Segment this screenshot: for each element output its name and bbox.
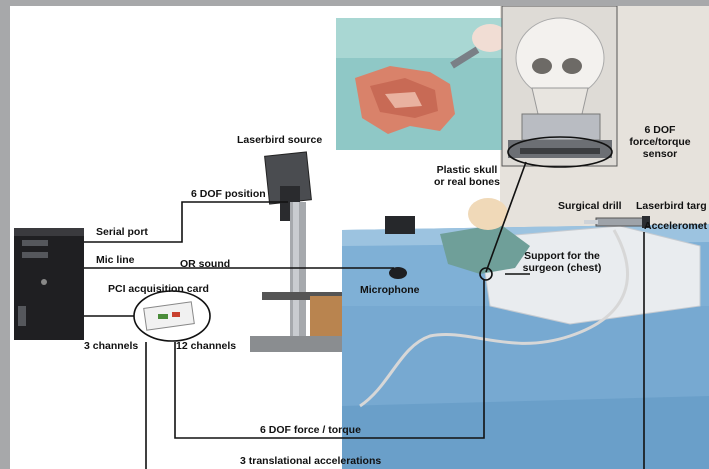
mic-line-label: Mic line — [96, 254, 135, 266]
dof-position-label: 6 DOF position — [191, 188, 266, 200]
plastic-skull-label-line2: or real bones — [427, 176, 507, 188]
computer-tower — [14, 228, 84, 340]
twelve-channels-label: 12 channels — [176, 340, 236, 352]
pci-card-label: PCI acquisition card — [108, 283, 209, 295]
translational-label: 3 translational accelerations — [240, 455, 381, 467]
ft-sensor-label-line1: 6 DOF — [620, 124, 700, 136]
laserbird-target-label: Laserbird targ — [636, 200, 707, 212]
accelerometer-label: Acceleromet — [644, 220, 707, 232]
microphone-label: Microphone — [360, 284, 420, 296]
serial-port-label: Serial port — [96, 226, 148, 238]
plastic-skull-label: Plastic skull or real bones — [427, 164, 507, 188]
or-sound-label: OR sound — [180, 258, 230, 270]
bone-photo-inset — [336, 18, 510, 150]
plastic-skull-label-line1: Plastic skull — [427, 164, 507, 176]
force-torque-label: 6 DOF force / torque — [260, 424, 361, 436]
support-label: Support for the surgeon (chest) — [516, 250, 608, 274]
support-label-line2: surgeon (chest) — [516, 262, 608, 274]
support-label-line1: Support for the — [516, 250, 608, 262]
surgical-drill-label: Surgical drill — [558, 200, 622, 212]
plastic-skull — [468, 198, 508, 230]
diagram-panel: Laserbird source 6 DOF position Serial p… — [10, 6, 709, 469]
ft-sensor-label-line2: force/torque — [620, 136, 700, 148]
laserbird-source-label: Laserbird source — [237, 134, 322, 146]
interface-box — [385, 216, 415, 234]
ft-sensor-label-line3: sensor — [620, 148, 700, 160]
three-channels-label: 3 channels — [84, 340, 138, 352]
ft-sensor-label: 6 DOF force/torque sensor — [620, 124, 700, 160]
